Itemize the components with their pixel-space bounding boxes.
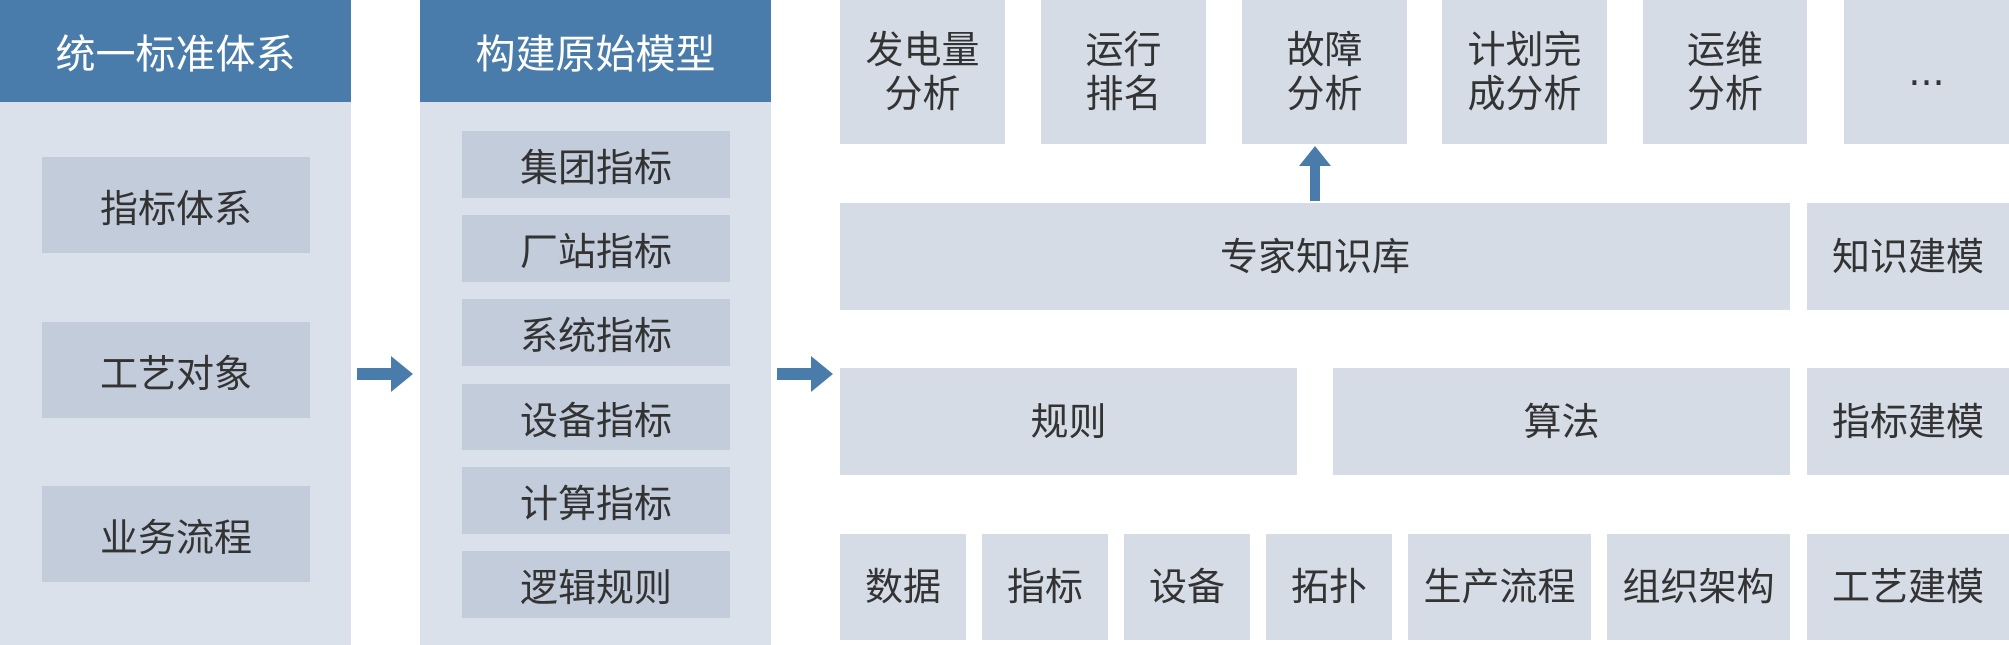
app-generation-analysis: 发电量 分析	[840, 0, 1005, 144]
item-logic-rules: 逻辑规则	[462, 551, 730, 618]
panel-title: 构建原始模型	[420, 0, 771, 102]
algorithm-box: 算法	[1333, 368, 1790, 475]
base-organization: 组织架构	[1607, 534, 1790, 640]
app-more: ...	[1844, 0, 2009, 144]
item-group-index: 集团指标	[462, 131, 730, 198]
right-arrow-icon	[777, 356, 833, 392]
up-arrow-icon	[1299, 146, 1331, 201]
app-operation-ranking: 运行 排名	[1041, 0, 1206, 144]
base-topology: 拓扑	[1266, 534, 1392, 640]
item-station-index: 厂站指标	[462, 215, 730, 282]
panel-title: 统一标准体系	[0, 0, 351, 102]
app-om-analysis: 运维 分析	[1643, 0, 1807, 144]
expert-knowledge-base: 专家知识库	[840, 203, 1790, 310]
base-data: 数据	[840, 534, 966, 640]
knowledge-modeling: 知识建模	[1807, 203, 2009, 310]
item-system-index: 系统指标	[462, 299, 730, 366]
index-modeling: 指标建模	[1807, 368, 2009, 475]
base-production-flow: 生产流程	[1408, 534, 1591, 640]
right-arrow-icon	[357, 356, 413, 392]
process-modeling: 工艺建模	[1807, 534, 2009, 640]
rules-box: 规则	[840, 368, 1297, 475]
base-index: 指标	[982, 534, 1108, 640]
item-calc-index: 计算指标	[462, 467, 730, 534]
app-plan-completion: 计划完 成分析	[1442, 0, 1607, 144]
app-fault-analysis: 故障 分析	[1242, 0, 1407, 144]
item-process-object: 工艺对象	[42, 322, 310, 418]
item-business-flow: 业务流程	[42, 486, 310, 582]
base-device: 设备	[1124, 534, 1250, 640]
item-index-system: 指标体系	[42, 157, 310, 253]
item-device-index: 设备指标	[462, 384, 730, 450]
